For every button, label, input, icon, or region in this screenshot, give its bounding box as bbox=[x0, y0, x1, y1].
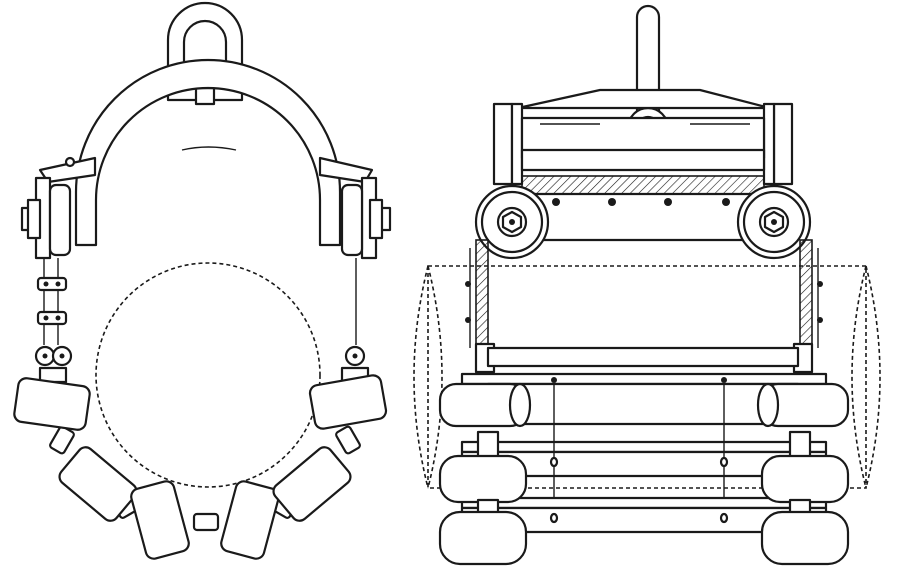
side-wheel-upper-left bbox=[438, 382, 532, 428]
large-roller bbox=[272, 446, 352, 522]
top-pulley-right bbox=[736, 184, 812, 260]
large-roller bbox=[308, 374, 388, 430]
side-wheel-lower-right bbox=[760, 430, 850, 566]
link-roller bbox=[192, 512, 220, 532]
right-hanger bbox=[340, 176, 392, 384]
large-roller bbox=[58, 446, 138, 522]
left-hanger bbox=[20, 176, 73, 384]
pipe-outline bbox=[95, 262, 321, 488]
side-wheel-upper-right bbox=[756, 382, 850, 428]
end-view bbox=[13, 1, 392, 560]
roller-ring bbox=[13, 374, 388, 560]
link-roller bbox=[49, 425, 75, 455]
large-roller bbox=[13, 377, 91, 431]
side-wheel-lower-left bbox=[438, 430, 528, 566]
large-roller bbox=[220, 480, 280, 560]
link-roller bbox=[335, 425, 361, 455]
top-pulley-left bbox=[474, 184, 550, 260]
large-roller bbox=[130, 480, 190, 560]
side-view bbox=[413, 4, 881, 566]
top-beam bbox=[492, 88, 794, 242]
arch-frame bbox=[38, 58, 374, 247]
pipe-outline-side bbox=[413, 265, 881, 489]
